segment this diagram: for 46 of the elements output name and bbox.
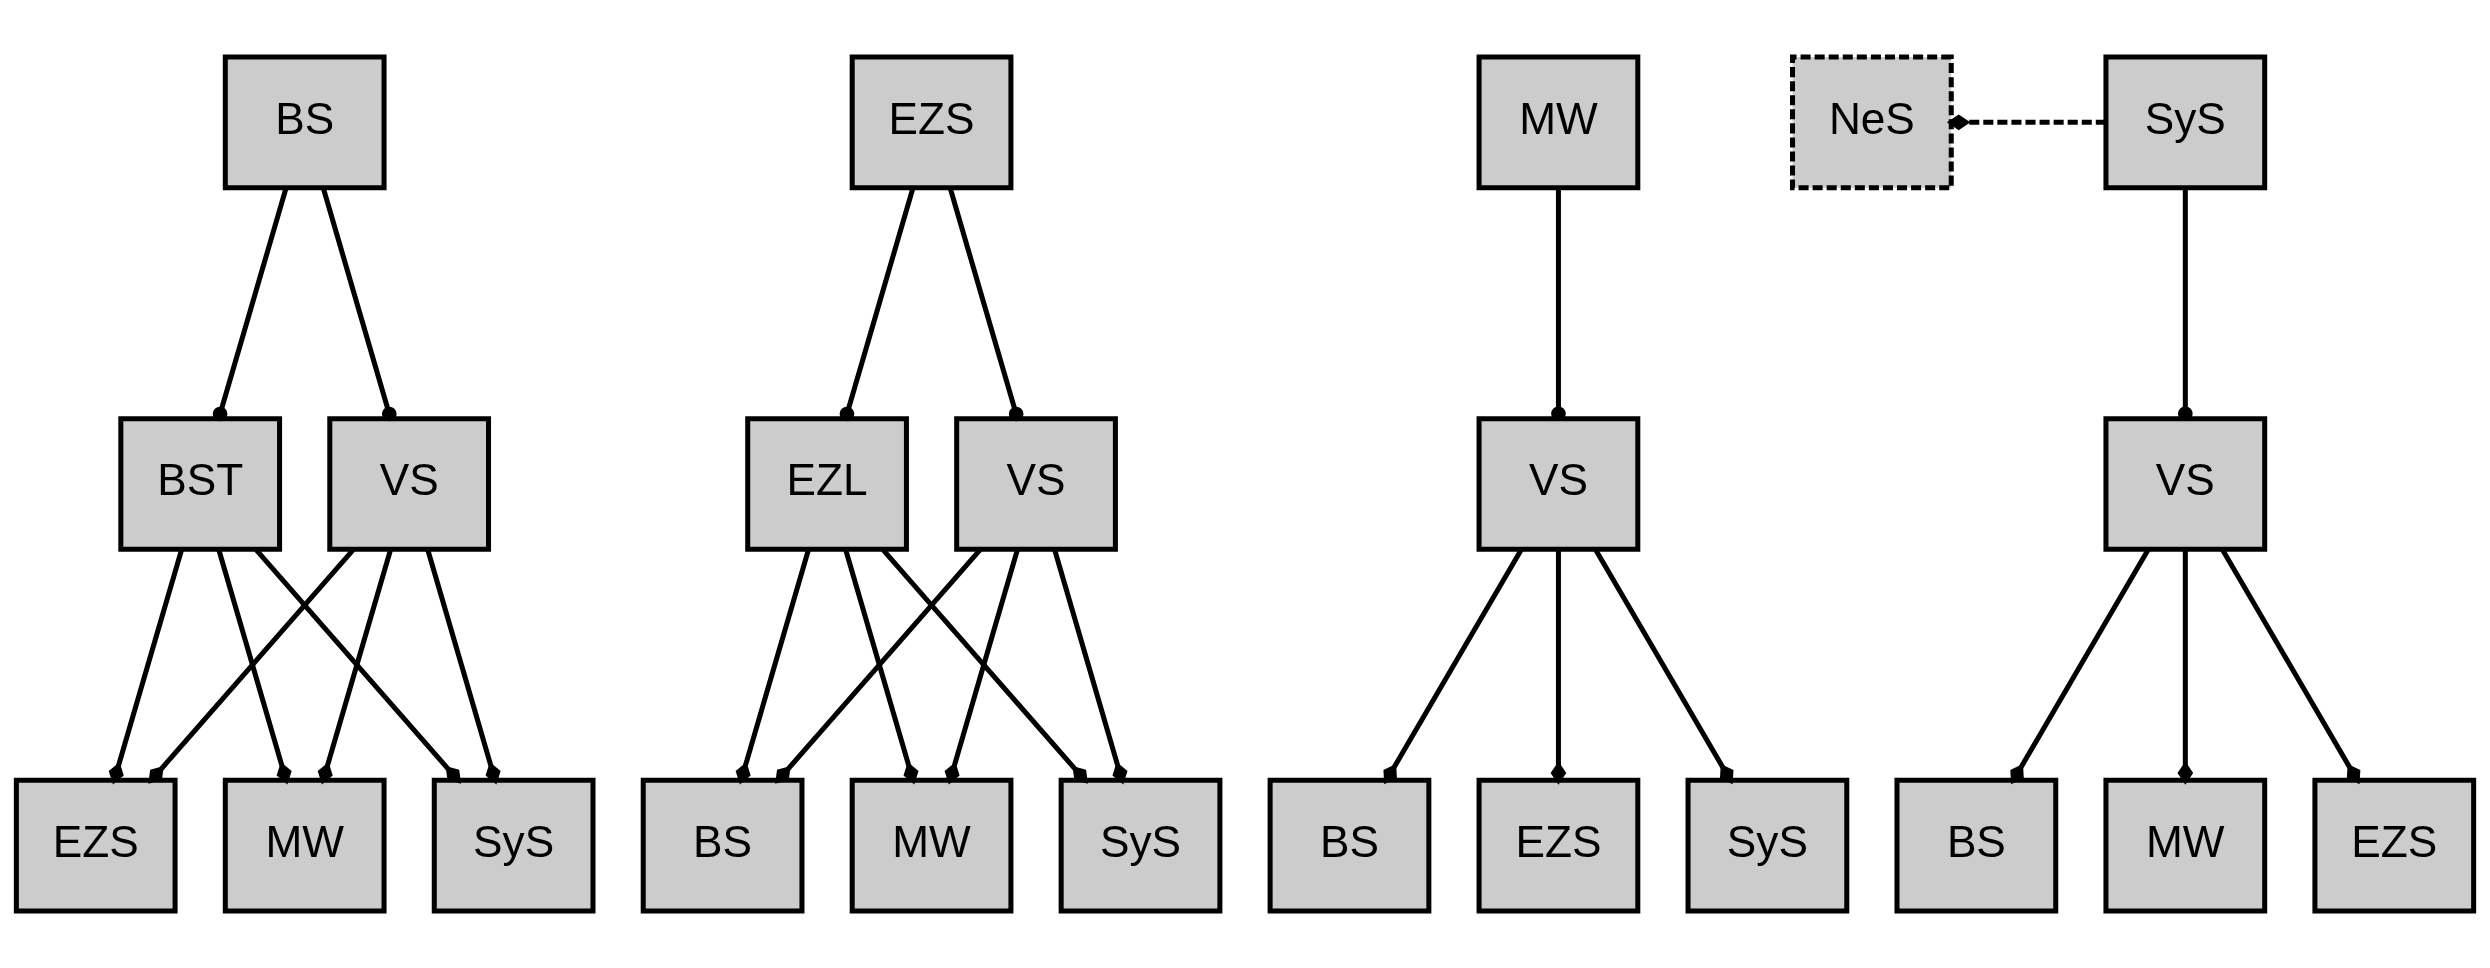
connector [944, 549, 1020, 785]
connector [839, 187, 916, 422]
connector [1550, 549, 1567, 785]
node-box: BS [640, 777, 805, 914]
node-box: BS [222, 54, 387, 191]
node-box: EZL [745, 416, 909, 552]
node-box: VS [327, 416, 492, 552]
connector [212, 187, 289, 422]
node-box: EZS [1476, 777, 1641, 914]
node-box: VS [2103, 416, 2268, 552]
connector [425, 549, 501, 785]
node-box: EZS [13, 777, 178, 914]
node-box: MW [1476, 54, 1641, 191]
node-box: SyS [431, 777, 596, 914]
node-box: BS [1894, 777, 2059, 914]
node-box: EZS [2312, 777, 2477, 914]
connector [1946, 114, 2106, 131]
connector [735, 549, 811, 785]
connector [775, 548, 982, 784]
node-box: VS [954, 416, 1118, 552]
node-box: BST [118, 416, 283, 552]
connector [320, 187, 397, 422]
connector [843, 549, 919, 785]
connector [2220, 548, 2361, 785]
node-box: VS [1476, 416, 1641, 552]
node-box: MW [2103, 777, 2268, 914]
connector [947, 187, 1024, 422]
node-box: NeS [1790, 54, 1954, 191]
node-box: BS [1267, 777, 1432, 914]
connector [2177, 549, 2194, 785]
connector [254, 548, 462, 784]
node-box: MW [222, 777, 387, 914]
connector [317, 549, 393, 785]
connector [216, 549, 292, 785]
connector [1593, 548, 1734, 785]
node-box: EZS [849, 54, 1014, 191]
connector [108, 549, 184, 785]
node-box: SyS [1058, 777, 1223, 914]
connector [1052, 549, 1128, 785]
connector [881, 548, 1088, 784]
connector [148, 548, 355, 784]
node-box: MW [849, 777, 1014, 914]
connector [1383, 548, 1524, 785]
node-box: SyS [2103, 54, 2268, 191]
connector [2010, 548, 2151, 785]
node-box: SyS [1685, 777, 1850, 914]
